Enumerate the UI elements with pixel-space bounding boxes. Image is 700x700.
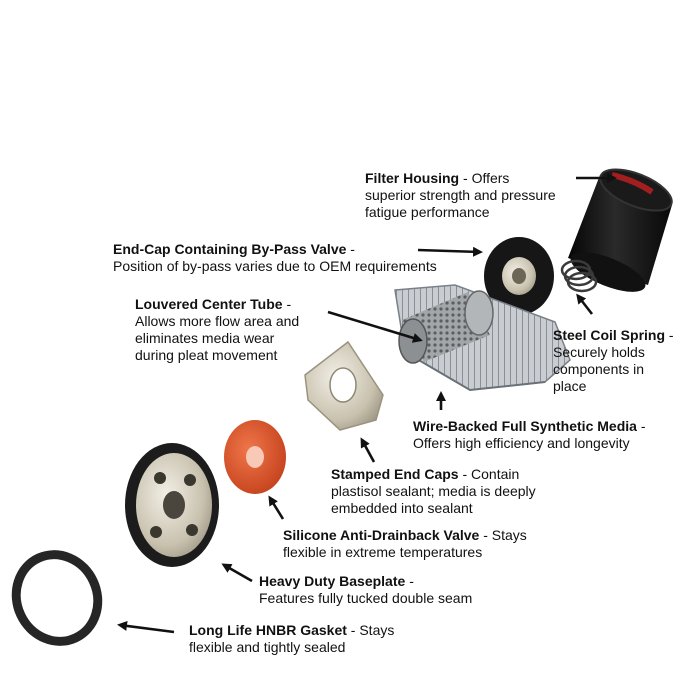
filter-housing-part	[568, 168, 673, 292]
gasket-part	[11, 550, 103, 646]
stamped-end-cap-part	[304, 340, 384, 431]
label-title: Louvered Center Tube	[135, 296, 283, 312]
arrow-gasket	[117, 620, 175, 634]
label-anti-drainback: Silicone Anti-Drainback Valve - Stays fl…	[283, 527, 527, 560]
baseplate-part	[125, 443, 219, 567]
arrow-end-cap	[417, 246, 483, 257]
label-center-tube: Louvered Center Tube - Allows more flow …	[135, 296, 300, 363]
arrow-center-tube	[327, 310, 423, 343]
label-title: Silicone Anti-Drainback Valve	[283, 527, 480, 543]
label-baseplate: Heavy Duty Baseplate - Features fully tu…	[259, 573, 473, 606]
label-filter-housing: Filter Housing - Offers superior strengt…	[365, 170, 556, 220]
arrow-coil-spring	[576, 293, 594, 315]
anti-drainback-valve-part	[224, 420, 286, 494]
arrow-anti-drainback	[268, 495, 285, 520]
coil-spring-part	[560, 259, 598, 293]
label-gasket: Long Life HNBR Gasket - Stays flexible a…	[189, 622, 395, 655]
label-title: Long Life HNBR Gasket	[189, 622, 347, 638]
label-title: Steel Coil Spring	[553, 327, 666, 343]
center-tube-part	[398, 290, 494, 364]
end-cap-part	[484, 237, 554, 315]
label-coil-spring: Steel Coil Spring - Securely holds compo…	[553, 327, 674, 394]
arrow-baseplate	[221, 563, 253, 583]
label-title: Wire-Backed Full Synthetic Media	[413, 418, 637, 434]
label-title: Heavy Duty Baseplate	[259, 573, 406, 589]
label-end-cap: End-Cap Containing By-Pass Valve - Posit…	[113, 241, 437, 274]
label-title: End-Cap Containing By-Pass Valve	[113, 241, 347, 257]
label-title: Stamped End Caps	[331, 466, 459, 482]
label-end-caps: Stamped End Caps - Contain plastisol sea…	[331, 466, 536, 516]
arrow-end-caps	[360, 437, 376, 463]
label-synthetic-media: Wire-Backed Full Synthetic Media - Offer…	[413, 418, 646, 451]
label-title: Filter Housing	[365, 170, 460, 186]
